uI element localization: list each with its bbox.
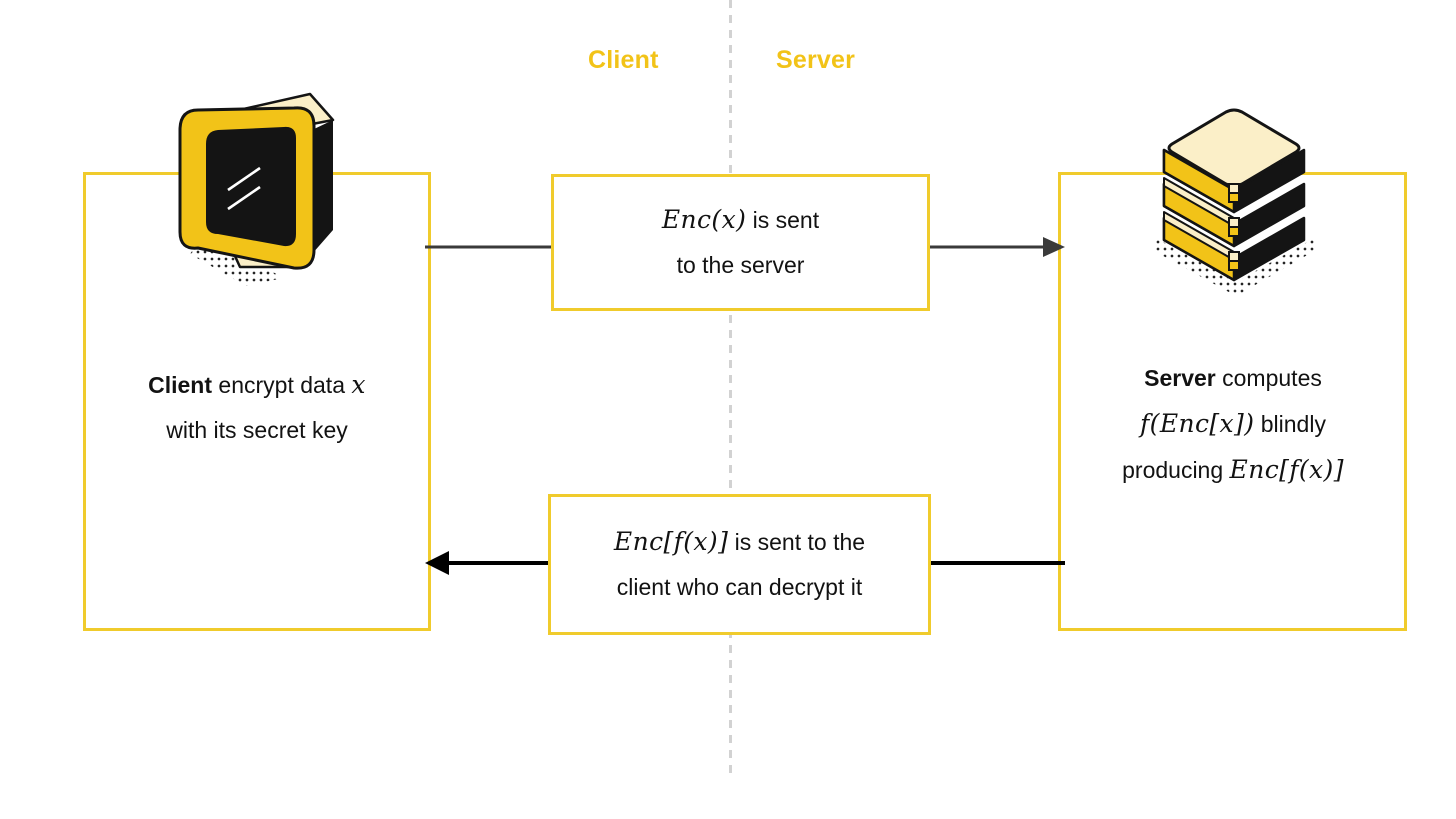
- client-server-divider: [729, 0, 732, 779]
- server-caption-line-2: f(Enc[x]) blindly: [1053, 401, 1413, 447]
- column-header-server: Server: [776, 46, 856, 74]
- message-down-line-1: Enc[f(x)] is sent to the: [614, 519, 865, 565]
- client-caption-line-2: with its secret key: [166, 417, 348, 443]
- server-caption-math-f-enc-x: f(Enc[x]): [1140, 409, 1255, 438]
- server-stack-icon: [1128, 100, 1338, 300]
- client-caption-math-x: x: [351, 370, 366, 399]
- server-caption-producing: producing: [1122, 457, 1230, 483]
- server-caption: Server computes f(Enc[x]) blindly produc…: [1053, 355, 1413, 493]
- server-caption-text: computes: [1215, 365, 1322, 391]
- message-box-client-to-server: Enc(x) is sent to the server: [551, 174, 930, 311]
- message-up-line-2: to the server: [676, 252, 805, 278]
- message-up-math: Enc(x): [661, 205, 747, 234]
- message-box-server-to-client: Enc[f(x)] is sent to the client who can …: [548, 494, 931, 635]
- server-caption-line-3: producing Enc[f(x)]: [1053, 447, 1413, 493]
- client-caption: Client encrypt data x with its secret ke…: [83, 362, 431, 453]
- message-up-line-1: Enc(x) is sent: [662, 197, 819, 243]
- client-caption-text: encrypt data: [212, 372, 352, 398]
- message-up-text-1: is sent: [746, 207, 820, 233]
- client-label: Client: [148, 372, 213, 398]
- column-header-client: Client: [588, 46, 659, 74]
- client-caption-line-1: Client encrypt data x: [83, 362, 431, 408]
- server-caption-blindly: blindly: [1254, 411, 1326, 437]
- message-down-math: Enc[f(x)]: [613, 527, 729, 556]
- message-down-line-2: client who can decrypt it: [616, 574, 863, 600]
- message-down-text-1: is sent to the: [728, 529, 866, 555]
- server-label: Server: [1144, 365, 1216, 391]
- server-caption-math-enc-f-x: Enc[f(x)]: [1229, 455, 1344, 484]
- server-caption-line-1: Server computes: [1053, 355, 1413, 401]
- desktop-monitor-icon: [168, 82, 358, 287]
